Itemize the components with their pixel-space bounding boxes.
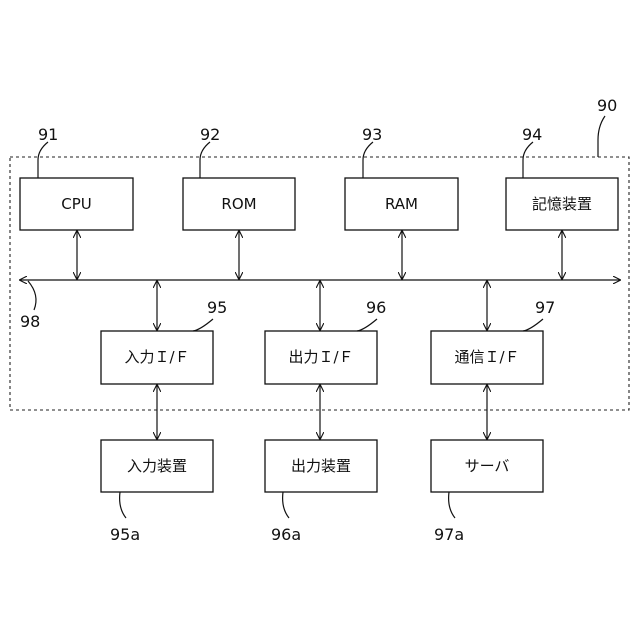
comm-if-ref: 97 [535, 298, 555, 317]
cpu-leader-line [38, 142, 48, 178]
server-leader-line [449, 492, 455, 518]
ram-leader-line [363, 142, 373, 178]
cpu-ref: 91 [38, 125, 58, 144]
ram-ref: 93 [362, 125, 382, 144]
storage-box: 記憶装置 [506, 178, 618, 230]
output-if-leader-line [357, 319, 377, 331]
server-box: サーバ [431, 440, 543, 492]
input-device-box: 入力装置 [101, 440, 213, 492]
input-device-label: 入力装置 [127, 457, 187, 475]
output-if-label: 出力Ｉ/Ｆ [288, 348, 353, 366]
cpu-label: CPU [61, 195, 92, 213]
system-ref: 90 [597, 96, 617, 115]
output-if-ref: 96 [366, 298, 386, 317]
server-ref: 97a [434, 525, 464, 544]
server-label: サーバ [465, 457, 510, 475]
storage-ref: 94 [522, 125, 542, 144]
bus-ref: 98 [20, 312, 40, 331]
storage-label: 記憶装置 [532, 195, 592, 213]
rom-ref: 92 [200, 125, 220, 144]
input-if-label: 入力Ｉ/Ｆ [124, 348, 189, 366]
comm-if-box: 通信Ｉ/Ｆ [431, 331, 543, 384]
rom-label: ROM [221, 195, 256, 213]
output-if-box: 出力Ｉ/Ｆ [265, 331, 377, 384]
bus-leader-line [28, 281, 36, 310]
rom-box: ROM [183, 178, 295, 230]
cpu-box: CPU [20, 178, 133, 230]
output-device-ref: 96a [271, 525, 301, 544]
input-device-ref: 95a [110, 525, 140, 544]
ram-label: RAM [385, 195, 418, 213]
input-device-leader-line [120, 492, 126, 518]
system-leader-line [598, 116, 605, 157]
comm-if-label: 通信Ｉ/Ｆ [454, 348, 519, 366]
ram-box: RAM [345, 178, 458, 230]
output-device-leader-line [283, 492, 289, 518]
rom-leader-line [200, 142, 210, 178]
input-if-ref: 95 [207, 298, 227, 317]
storage-leader-line [523, 142, 533, 178]
input-if-box: 入力Ｉ/Ｆ [101, 331, 213, 384]
output-device-label: 出力装置 [291, 457, 351, 475]
input-if-leader-line [193, 319, 213, 331]
comm-if-leader-line [523, 319, 543, 331]
output-device-box: 出力装置 [265, 440, 377, 492]
